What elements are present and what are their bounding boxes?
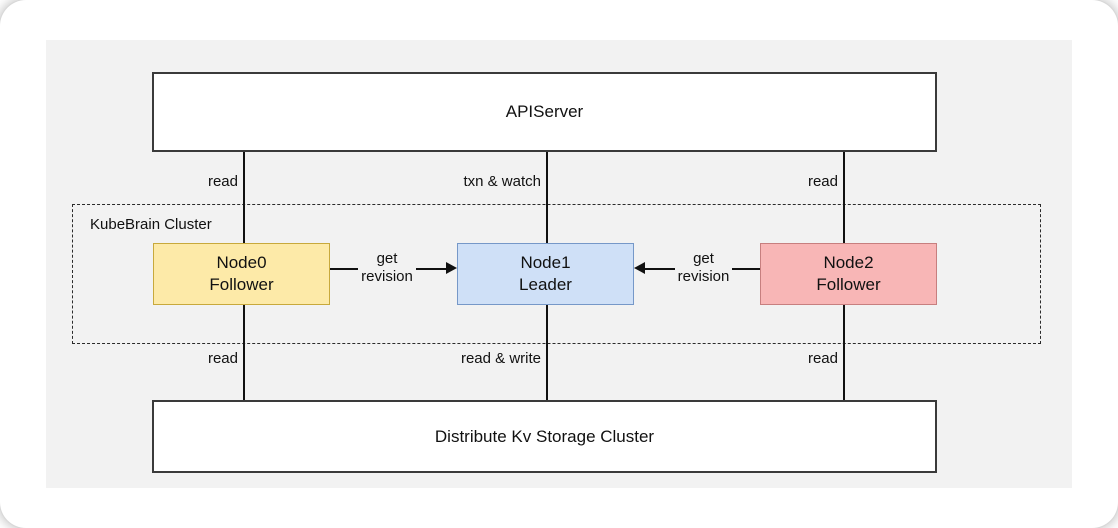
node-box-node2[interactable]: Node2 Follower — [760, 243, 937, 305]
edge-api-node0-line — [243, 152, 245, 272]
edge-label-api-node2: read — [807, 173, 838, 190]
node0-role: Follower — [209, 275, 274, 294]
edge-label-api-node1: txn & watch — [463, 173, 541, 190]
edge-label-node0-node1-line2: revision — [361, 268, 413, 285]
edge-label-node0-node1-line1: get — [376, 250, 398, 267]
edge-api-node1-line — [546, 152, 548, 272]
node-box-node1[interactable]: Node1 Leader — [457, 243, 634, 305]
edge-api-node2-line — [843, 152, 845, 272]
node2-role: Follower — [816, 275, 881, 294]
edge-label-node2-storage: read — [807, 350, 838, 367]
edge-label-node2-node1-line1: get — [693, 250, 714, 267]
node0-name: Node0 — [216, 253, 267, 273]
edge-label-node0-storage: read — [207, 350, 238, 367]
edge-label-api-node0: read — [207, 173, 238, 190]
edge-node0-node1-stub-right — [416, 268, 446, 270]
kubebrain-cluster-zone — [72, 204, 1041, 344]
kubebrain-cluster-label: KubeBrain Cluster — [90, 216, 212, 233]
edge-node2-node1-arrowhead — [634, 262, 645, 274]
edge-node1-storage-line — [546, 305, 548, 428]
edge-label-node0-node1: get revision — [358, 250, 416, 286]
edge-label-node2-node1: get revision — [675, 250, 732, 286]
edge-node2-storage-line — [843, 305, 845, 428]
node1-role: Leader — [519, 275, 572, 294]
storage-cluster-box[interactable]: Distribute Kv Storage Cluster — [152, 400, 937, 473]
edge-node2-node1-stub-right — [732, 268, 760, 270]
apiserver-label: APIServer — [505, 102, 584, 122]
edge-node0-node1-arrowhead — [446, 262, 457, 274]
storage-cluster-label: Distribute Kv Storage Cluster — [434, 426, 655, 446]
diagram-canvas: APIServer KubeBrain Cluster read txn & w… — [46, 40, 1072, 488]
edge-node2-node1-stub-left — [645, 268, 675, 270]
edge-node0-storage-line — [243, 305, 245, 428]
edge-node0-node1-stub-left — [330, 268, 358, 270]
node2-name: Node2 — [823, 253, 874, 273]
apiserver-box[interactable]: APIServer — [152, 72, 937, 152]
node1-name: Node1 — [520, 253, 571, 273]
edge-label-node2-node1-line2: revision — [677, 268, 730, 285]
node-box-node0[interactable]: Node0 Follower — [153, 243, 330, 305]
edge-label-node1-storage: read & write — [460, 350, 541, 367]
